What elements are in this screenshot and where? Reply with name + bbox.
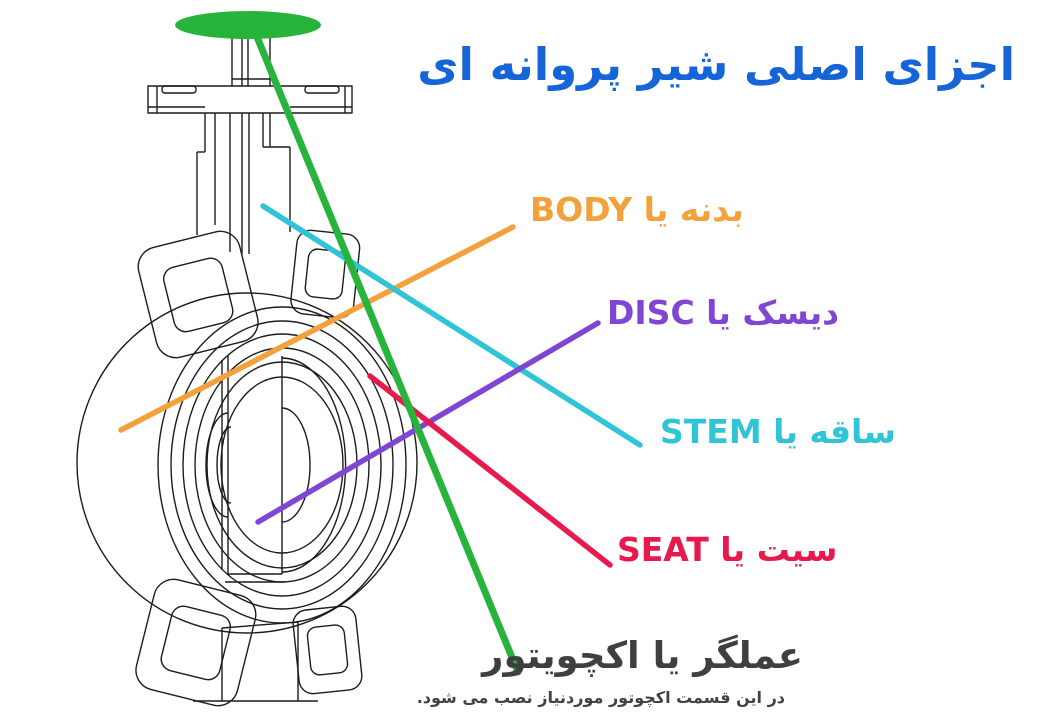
- label-body: بدنه یا BODY: [530, 190, 744, 229]
- actuator-position-marker: [175, 11, 321, 39]
- label-disc: دیسک یا DISC: [607, 293, 840, 332]
- body-leader-line: [118, 224, 516, 433]
- valve-top-flange: [147, 85, 353, 114]
- leader-lines: [118, 33, 643, 676]
- stem-leader-line: [260, 203, 643, 448]
- valve-lug-bottom-left: [135, 578, 257, 707]
- valve-body-outline: [76, 292, 418, 634]
- valve-lug-bottom-right: [292, 605, 363, 695]
- page-title: اجزای اصلی شیر پروانه ای: [417, 38, 1015, 91]
- valve-lug-top-left: [137, 230, 259, 359]
- label-actuator: عملگر یا اکچویتور: [482, 634, 803, 677]
- actuator-leader-line: [253, 33, 522, 676]
- valve-sketch: [76, 30, 418, 707]
- valve-neck: [196, 113, 291, 254]
- valve-disc: [205, 356, 347, 583]
- label-seat: سیت یا SEAT: [617, 530, 838, 569]
- label-stem: ساقه یا STEM: [660, 412, 896, 451]
- label-actuator-note: در این قسمت اکچوتور موردنیاز نصب می شود.: [416, 688, 785, 707]
- valve-bottom-foot: [193, 621, 318, 702]
